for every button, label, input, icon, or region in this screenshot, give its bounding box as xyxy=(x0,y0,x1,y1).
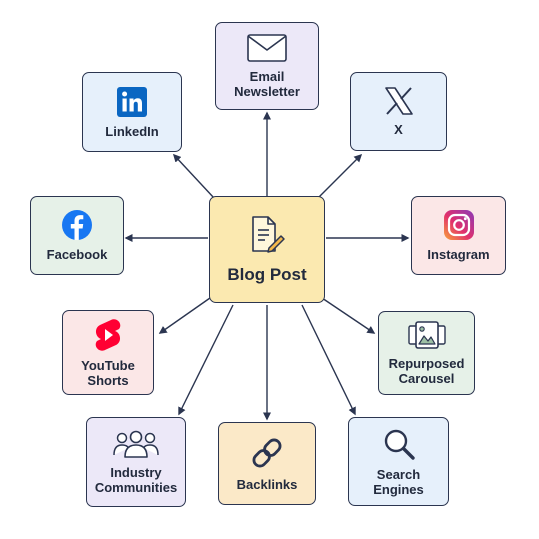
magnifier-icon xyxy=(382,427,416,461)
arrow-to-linkedin xyxy=(172,153,215,199)
arrow-to-communities xyxy=(178,304,234,416)
youtube-shorts-label: YouTube Shorts xyxy=(81,357,135,388)
search-engines-node: Search Engines xyxy=(348,417,449,506)
instagram-node: Instagram xyxy=(411,196,506,275)
blog-post-label: Blog Post xyxy=(227,265,307,284)
arrow-to-carousel xyxy=(321,297,376,334)
arrow-to-youtube xyxy=(158,297,211,334)
linkedin-node: LinkedIn xyxy=(82,72,182,152)
people-group-icon xyxy=(112,429,160,459)
search-engines-label: Search Engines xyxy=(373,466,424,497)
youtube-shorts-node: YouTube Shorts xyxy=(62,310,154,395)
arrow-to-x xyxy=(317,153,363,199)
industry-communities-node: Industry Communities xyxy=(86,417,186,507)
arrow-to-search xyxy=(301,304,356,416)
instagram-label: Instagram xyxy=(427,247,490,262)
document-edit-icon xyxy=(248,215,286,255)
x-label: X xyxy=(394,122,403,137)
instagram-logo-icon xyxy=(443,209,475,241)
industry-communities-label: Industry Communities xyxy=(94,465,178,495)
backlinks-label: Backlinks xyxy=(236,477,298,492)
chain-link-icon xyxy=(249,435,285,471)
linkedin-logo-icon xyxy=(116,86,148,118)
facebook-logo-icon xyxy=(61,209,93,241)
email-newsletter-node: Email Newsletter xyxy=(215,22,319,110)
email-newsletter-label: Email Newsletter xyxy=(234,69,300,99)
x-logo-icon xyxy=(383,86,415,116)
facebook-label: Facebook xyxy=(46,247,108,262)
carousel-slides-icon xyxy=(407,320,447,350)
blog-post-node: Blog Post xyxy=(209,196,325,303)
facebook-node: Facebook xyxy=(30,196,124,275)
repurposed-carousel-node: Repurposed Carousel xyxy=(378,311,475,395)
envelope-icon xyxy=(246,33,288,63)
repurposed-carousel-label: Repurposed Carousel xyxy=(388,356,465,386)
youtube-shorts-icon xyxy=(93,318,123,352)
x-node: X xyxy=(350,72,447,151)
backlinks-node: Backlinks xyxy=(218,422,316,505)
linkedin-label: LinkedIn xyxy=(105,123,159,139)
